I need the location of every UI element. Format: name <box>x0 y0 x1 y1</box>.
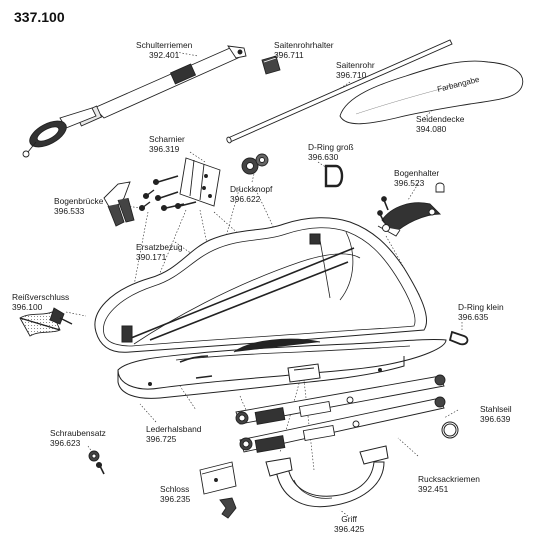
part-number: 396.523 <box>394 178 425 188</box>
label-bogenbruecke: Bogenbrücke 396.533 <box>54 196 103 216</box>
part-number: 396.635 <box>458 312 489 322</box>
part-number: 396.235 <box>160 494 191 504</box>
handle-illustration <box>265 445 389 508</box>
backpack-straps-illustration <box>235 374 446 453</box>
part-number: 396.639 <box>480 414 511 424</box>
part-name: Saitenrohr <box>336 60 375 70</box>
shoulder-strap-illustration <box>22 45 247 158</box>
part-name: Schulterriemen <box>136 40 193 50</box>
string-tube-holder-illustration <box>261 55 281 75</box>
part-name: D-Ring klein <box>458 302 504 312</box>
part-number: 396.623 <box>50 438 81 448</box>
label-schulterriemen: Schulterriemen 392.401 <box>136 40 192 60</box>
part-number: 396.710 <box>336 70 367 80</box>
part-name: Reißverschluss <box>12 292 70 302</box>
part-name: Ersatzbezug <box>136 242 183 252</box>
part-number: 396.622 <box>230 194 261 204</box>
large-d-ring-illustration <box>324 164 344 188</box>
label-schloss: Schloss 396.235 <box>160 484 190 504</box>
case-lower-shell-illustration <box>117 338 447 399</box>
part-name: Schraubensatz <box>50 428 106 438</box>
steel-wire-illustration <box>441 421 459 439</box>
silk-cover-illustration: Farbangabe <box>339 60 524 125</box>
string-tube-illustration <box>226 39 453 144</box>
label-griff: Griff 396.425 <box>334 514 364 534</box>
bow-holder-illustration <box>377 182 445 237</box>
part-name: Schloss <box>160 484 190 494</box>
part-number: 396.100 <box>12 302 43 312</box>
label-schraubensatz: Schraubensatz 396.623 <box>50 428 106 448</box>
part-name: Stahlseil <box>480 404 512 414</box>
hinge-illustration <box>152 157 221 212</box>
label-stahlseil: Stahlseil 396.639 <box>480 404 512 424</box>
part-number: 396.725 <box>146 434 177 444</box>
part-name: Druckknopf <box>230 184 273 194</box>
part-number: 390.171 <box>136 252 167 262</box>
label-druckknopf: Druckknopf 396.622 <box>230 184 272 204</box>
part-number: 394.080 <box>416 124 447 134</box>
small-d-ring-illustration <box>448 330 469 346</box>
label-d-ring-klein: D-Ring klein 396.635 <box>458 302 504 322</box>
bow-bridge-illustration <box>103 181 155 227</box>
part-number: 392.401 <box>149 50 180 60</box>
lock-illustration <box>199 461 237 519</box>
part-name: Bogenbrücke <box>54 196 104 206</box>
label-seidendecke: Seidendecke 394.080 <box>416 114 464 134</box>
label-lederhalsband: Lederhalsband 396.725 <box>146 424 201 444</box>
part-name: Lederhalsband <box>146 424 202 434</box>
label-d-ring-gross: D-Ring groß 396.630 <box>308 142 354 162</box>
document-title: 337.100 <box>14 9 65 25</box>
part-number: 396.711 <box>274 50 304 60</box>
part-name: Rucksackriemen <box>418 474 480 484</box>
label-saitenrohr: Saitenrohr 396.710 <box>336 60 375 80</box>
label-bogenhalter: Bogenhalter 396.523 <box>394 168 439 188</box>
part-number: 396.425 <box>334 524 365 534</box>
case-upper-shell-illustration <box>94 217 428 353</box>
screw-set-illustration <box>88 450 105 475</box>
part-name: Griff <box>341 514 357 524</box>
part-number: 396.533 <box>54 206 85 216</box>
part-number: 396.630 <box>308 152 339 162</box>
press-stud-illustration <box>241 153 269 175</box>
part-name: Bogenhalter <box>394 168 440 178</box>
label-ersatzbezug: Ersatzbezug 390.171 <box>136 242 183 262</box>
part-name: D-Ring groß <box>308 142 354 152</box>
label-reissverschluss: Reißverschluss 396.100 <box>12 292 69 312</box>
zipper-illustration <box>19 307 73 337</box>
part-name: Scharnier <box>149 134 185 144</box>
part-name: Saitenrohrhalter <box>274 40 334 50</box>
part-number: 392.451 <box>418 484 449 494</box>
label-rucksackriemen: Rucksackriemen 392.451 <box>418 474 480 494</box>
label-saitenrohrhalter: Saitenrohrhalter 396.711 <box>274 40 334 60</box>
part-name: Seidendecke <box>416 114 465 124</box>
part-number: 396.319 <box>149 144 180 154</box>
label-scharnier: Scharnier 396.319 <box>149 134 185 154</box>
